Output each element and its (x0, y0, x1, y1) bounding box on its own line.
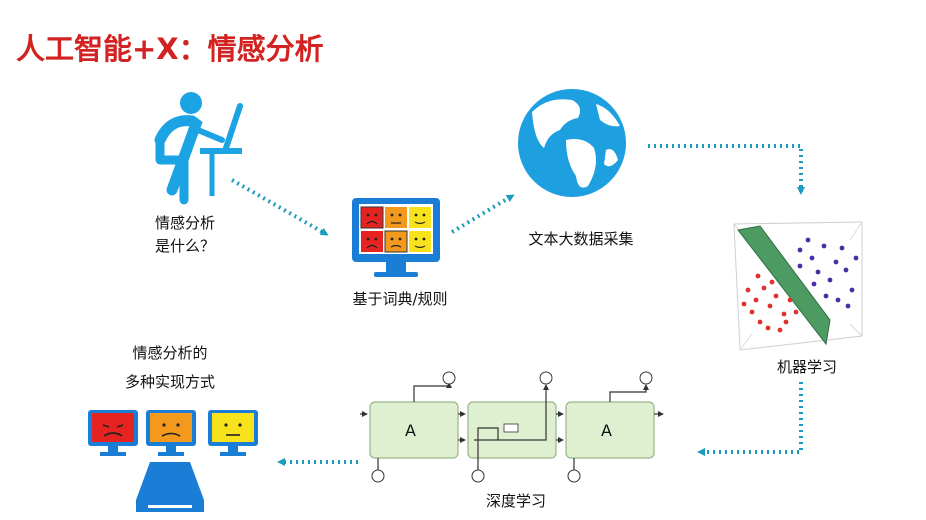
scatter-point-purple (849, 287, 855, 293)
page-title: 人工智能+X：情感分析 (16, 32, 324, 66)
sad-monitor (146, 410, 196, 456)
emotion-monitors-icon (88, 410, 258, 456)
scatter-point-red (767, 303, 773, 309)
scatter-point-purple (811, 281, 817, 287)
scatter-point-purple (827, 277, 833, 283)
scatter-point-red (757, 319, 763, 325)
scatter-point-red (741, 301, 747, 307)
scatter-point-red (761, 285, 767, 291)
scatter-point-red (777, 327, 783, 333)
scatter-point-purple (823, 293, 829, 299)
scatter-point-purple (835, 297, 841, 303)
server-icon (136, 462, 204, 512)
node-ml-label: 机器学习 (776, 358, 837, 376)
node-methods: 情感分析的 多种实现方式 (100, 344, 240, 392)
globe-icon (518, 89, 626, 197)
scatter-point-purple (839, 245, 845, 251)
scatter-point-purple (843, 267, 849, 273)
arrow-dictionary-to-collection (450, 194, 515, 234)
scatter-point-red (753, 297, 759, 303)
scatter-point-purple (809, 255, 815, 261)
node-collection-label: 文本大数据采集 (528, 230, 634, 248)
scatter-point-red (793, 309, 799, 315)
scatter-point-red (765, 325, 771, 331)
scatter-point-purple (833, 259, 839, 265)
flow-arrows (231, 144, 805, 466)
scatter-point-purple (853, 255, 859, 261)
lstm-cell-3-label: A (601, 421, 612, 440)
scatter-point-purple (797, 247, 803, 253)
node-methods-line2: 多种实现方式 (124, 373, 215, 391)
scatter-point-purple (845, 303, 851, 309)
scatter-point-red (749, 309, 755, 315)
angry-monitor (88, 410, 138, 456)
node-what: 情感分析 是什么？ (145, 214, 225, 256)
arrow-what-to-dictionary (231, 178, 329, 236)
scatter-point-red (781, 311, 787, 317)
scatter-plot-icon (733, 221, 863, 351)
node-what-line1: 情感分析 (154, 214, 215, 232)
node-dl-label: 深度学习 (485, 492, 546, 510)
lstm-cell-1-label: A (405, 421, 416, 440)
emotion-monitor-icon (352, 198, 440, 277)
scatter-point-red (787, 297, 793, 303)
scatter-point-purple (815, 269, 821, 275)
scatter-point-red (773, 293, 779, 299)
lstm-network-icon: A A (360, 371, 664, 483)
scatter-point-purple (797, 263, 803, 269)
arrow-collection-to-ml (648, 144, 805, 195)
scatter-point-red (755, 273, 761, 279)
node-dictionary-label: 基于词典/规则 (352, 290, 448, 308)
node-what-line2: 是什么？ (154, 237, 215, 255)
scatter-point-purple (805, 237, 811, 243)
person-at-computer-icon (154, 92, 243, 205)
neutral-monitor (208, 410, 258, 456)
scatter-point-purple (821, 243, 827, 249)
node-methods-line1: 情感分析的 (132, 344, 208, 362)
scatter-point-red (745, 287, 751, 293)
scatter-point-red (769, 279, 775, 285)
scatter-point-red (783, 319, 789, 325)
arrow-ml-to-dl (697, 382, 803, 456)
